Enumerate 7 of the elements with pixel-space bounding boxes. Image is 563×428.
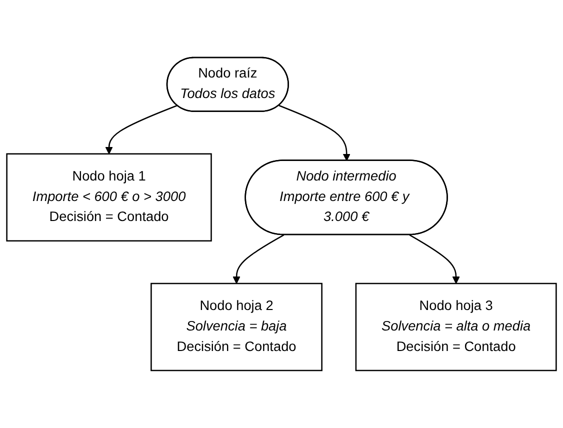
node-box: Nodo hoja 1 Importe < 600 € o > 3000 Decisión = Contado — [6, 153, 212, 242]
arrow — [278, 104, 350, 162]
node-box: Nodo hoja 2 Solvencia = baja Decisión = Contado — [150, 282, 322, 372]
arrow — [232, 234, 284, 284]
node-box: Nodo hoja 3 Solvencia = alta o media Decisión = Contado — [355, 282, 557, 372]
arrow — [105, 104, 178, 154]
arrow — [409, 234, 460, 284]
